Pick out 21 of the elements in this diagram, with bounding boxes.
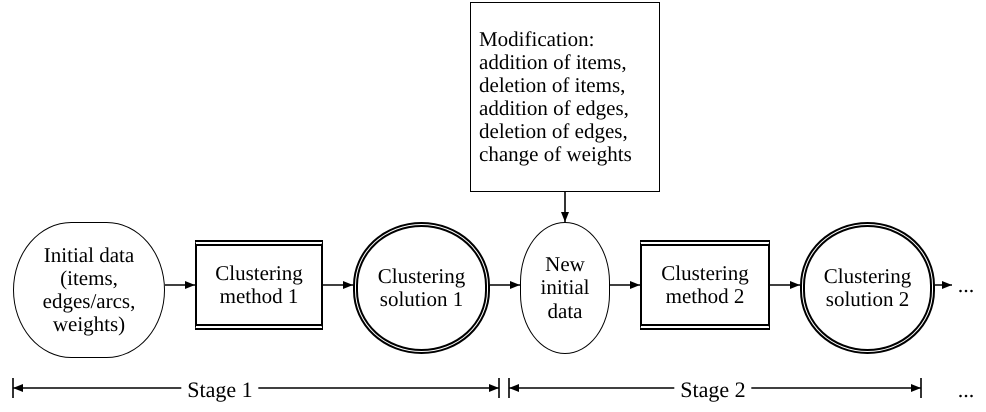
- node-text: addition of items, deletion of items, addition of edges, deletion of edges, change of weights: [479, 50, 633, 166]
- arrow: [610, 281, 640, 289]
- node-text: New initial data: [540, 253, 590, 323]
- node-text: Initial data (items, edges/arcs, weights): [42, 244, 136, 336]
- node-text: ...: [958, 272, 974, 298]
- note-heading: Modification:: [479, 28, 594, 51]
- node-text: Clustering solution 1: [376, 264, 466, 312]
- stage-label: Stage 2: [674, 379, 752, 401]
- arrow: [770, 281, 800, 289]
- node-text: Clustering method 1: [214, 262, 304, 308]
- arrow: [165, 281, 195, 289]
- arrow: [490, 281, 520, 289]
- process-box: [640, 240, 770, 330]
- process-box: [195, 240, 323, 330]
- stage-label: Stage 1: [181, 379, 259, 401]
- arrow: [323, 281, 353, 289]
- node-text: Clustering solution 2: [822, 264, 912, 312]
- note-box: [470, 2, 660, 192]
- arrow: [935, 281, 952, 289]
- arrow: [561, 192, 569, 222]
- node-text: Clustering method 2: [660, 262, 750, 308]
